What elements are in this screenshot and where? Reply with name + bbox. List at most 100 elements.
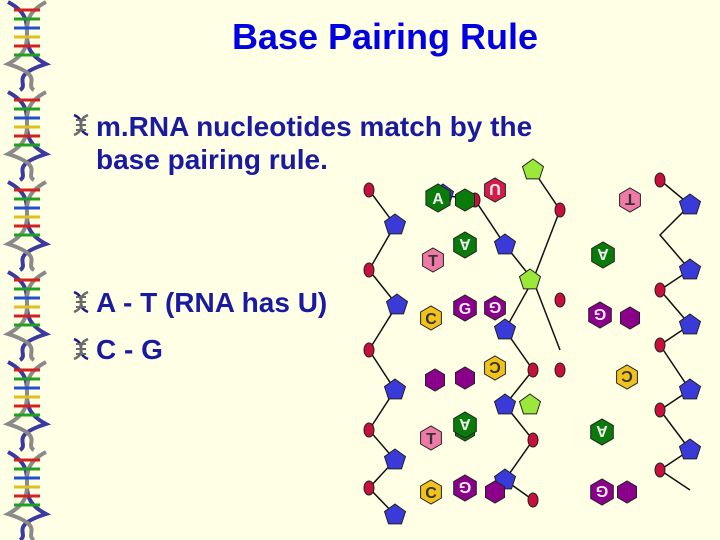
base-hexagon: [617, 480, 637, 504]
dna-bullet-icon: [73, 113, 89, 137]
base-letter: G: [459, 301, 471, 318]
base-g-hexagon: G: [588, 301, 612, 329]
base-g-hexagon: G: [453, 294, 477, 322]
sugar-pentagon: [493, 233, 517, 255]
bullet-text-at: A - T (RNA has U): [96, 287, 328, 318]
base-a-hexagon: A: [453, 411, 477, 439]
base-shape: [453, 411, 477, 439]
base-letter: G: [459, 478, 471, 495]
sugar-pentagon: [678, 313, 702, 335]
base-letter: A: [459, 415, 471, 432]
dna-bullet-icon: [73, 337, 89, 361]
base-t-hexagon: T: [420, 425, 442, 451]
base-t-hexagon: T: [619, 187, 641, 213]
base-letter: G: [596, 482, 608, 499]
backbone-line: [532, 169, 561, 281]
bullet-line-2: base pairing rule.: [96, 144, 328, 175]
base-letter: G: [489, 298, 501, 315]
phosphate-circle: [654, 462, 666, 478]
phosphate-circle: [654, 402, 666, 418]
sugar-pentagon: [383, 503, 407, 525]
base-letter: G: [594, 305, 606, 322]
phosphate-circle: [654, 172, 666, 188]
phosphate-circle: [363, 480, 375, 496]
base-shape: [616, 364, 638, 390]
backbone-line: [442, 194, 534, 501]
base-shape: [619, 187, 641, 213]
base-hexagon: [620, 306, 640, 330]
sugar-pentagon: [493, 318, 517, 340]
base-a-hexagon: A: [425, 183, 451, 213]
base-shape: [453, 231, 477, 259]
dna-helix-icon: [2, 270, 52, 362]
base-shape: [590, 418, 614, 446]
base-g-hexagon: G: [590, 478, 614, 506]
base-hexagon: [455, 366, 475, 390]
sugar-pentagon: [521, 158, 545, 180]
base-letter: A: [432, 191, 444, 208]
base-shape: [484, 355, 506, 381]
phosphate-circle: [527, 492, 539, 508]
phosphate-circle: [554, 202, 566, 218]
sugar-pentagon: [383, 213, 407, 235]
base-g-hexagon: G: [484, 295, 506, 321]
base-letter: C: [621, 367, 633, 384]
dna-helix-icon: [2, 90, 52, 182]
base-letter: A: [459, 235, 471, 252]
sugar-pentagon: [678, 378, 702, 400]
base-c-hexagon: C: [420, 479, 442, 505]
slide-title: Base Pairing Rule: [231, 16, 539, 57]
phosphate-circle: [363, 182, 375, 198]
base-letter: C: [425, 311, 437, 328]
sugar-pentagon: [518, 393, 542, 415]
base-shape: [453, 474, 477, 502]
phosphate-circle: [554, 292, 566, 308]
sugar-pentagon: [678, 438, 702, 460]
base-letter: T: [428, 253, 438, 270]
base-hexagon: [455, 188, 475, 212]
base-shape: [420, 305, 442, 331]
dna-bullet-icon: [73, 290, 89, 314]
base-letter: A: [597, 245, 609, 262]
backbone-line: [532, 279, 561, 351]
base-a-hexagon: A: [453, 231, 477, 259]
bullet-line-1: m.RNA nucleotides match by the: [96, 111, 533, 142]
dna-helix-icon: [2, 180, 52, 272]
base-c-hexagon: C: [420, 305, 442, 331]
base-letter: C: [489, 358, 501, 375]
dna-helix-icon: [2, 360, 52, 452]
phosphate-circle: [654, 337, 666, 353]
base-shape: [484, 295, 506, 321]
base-letter: T: [426, 431, 436, 448]
backbone-line: [367, 189, 398, 516]
phosphate-circle: [654, 282, 666, 298]
bullet-text-cg: C - G: [96, 334, 163, 365]
sugar-pentagon: [678, 193, 702, 215]
base-hexagon: [425, 368, 445, 392]
phosphate-circle: [363, 342, 375, 358]
base-a-hexagon: A: [590, 418, 614, 446]
sugar-pentagon: [383, 448, 407, 470]
dna-helix-icon: [2, 450, 52, 540]
base-hexagon: [485, 480, 505, 504]
sugar-pentagon: [385, 293, 409, 315]
base-t-hexagon: T: [422, 247, 444, 273]
base-shape: [484, 177, 506, 203]
bullet-text-mrna: m.RNA nucleotides match by the base pair…: [96, 110, 532, 176]
base-shape: [420, 425, 442, 451]
phosphate-circle: [527, 432, 539, 448]
base-shape: [588, 301, 612, 329]
sugar-pentagon: [383, 378, 407, 400]
sugar-pentagon: [678, 258, 702, 280]
phosphate-circle: [363, 262, 375, 278]
dna-helix-icon: [2, 0, 52, 92]
base-shape: [422, 247, 444, 273]
base-shape: [453, 294, 477, 322]
base-shape: [420, 479, 442, 505]
sugar-pentagon: [518, 268, 542, 290]
base-letter: C: [425, 485, 437, 502]
base-a-hexagon: A: [591, 241, 615, 269]
phosphate-circle: [554, 362, 566, 378]
base-shape: [425, 183, 451, 213]
base-g-hexagon: G: [453, 474, 477, 502]
